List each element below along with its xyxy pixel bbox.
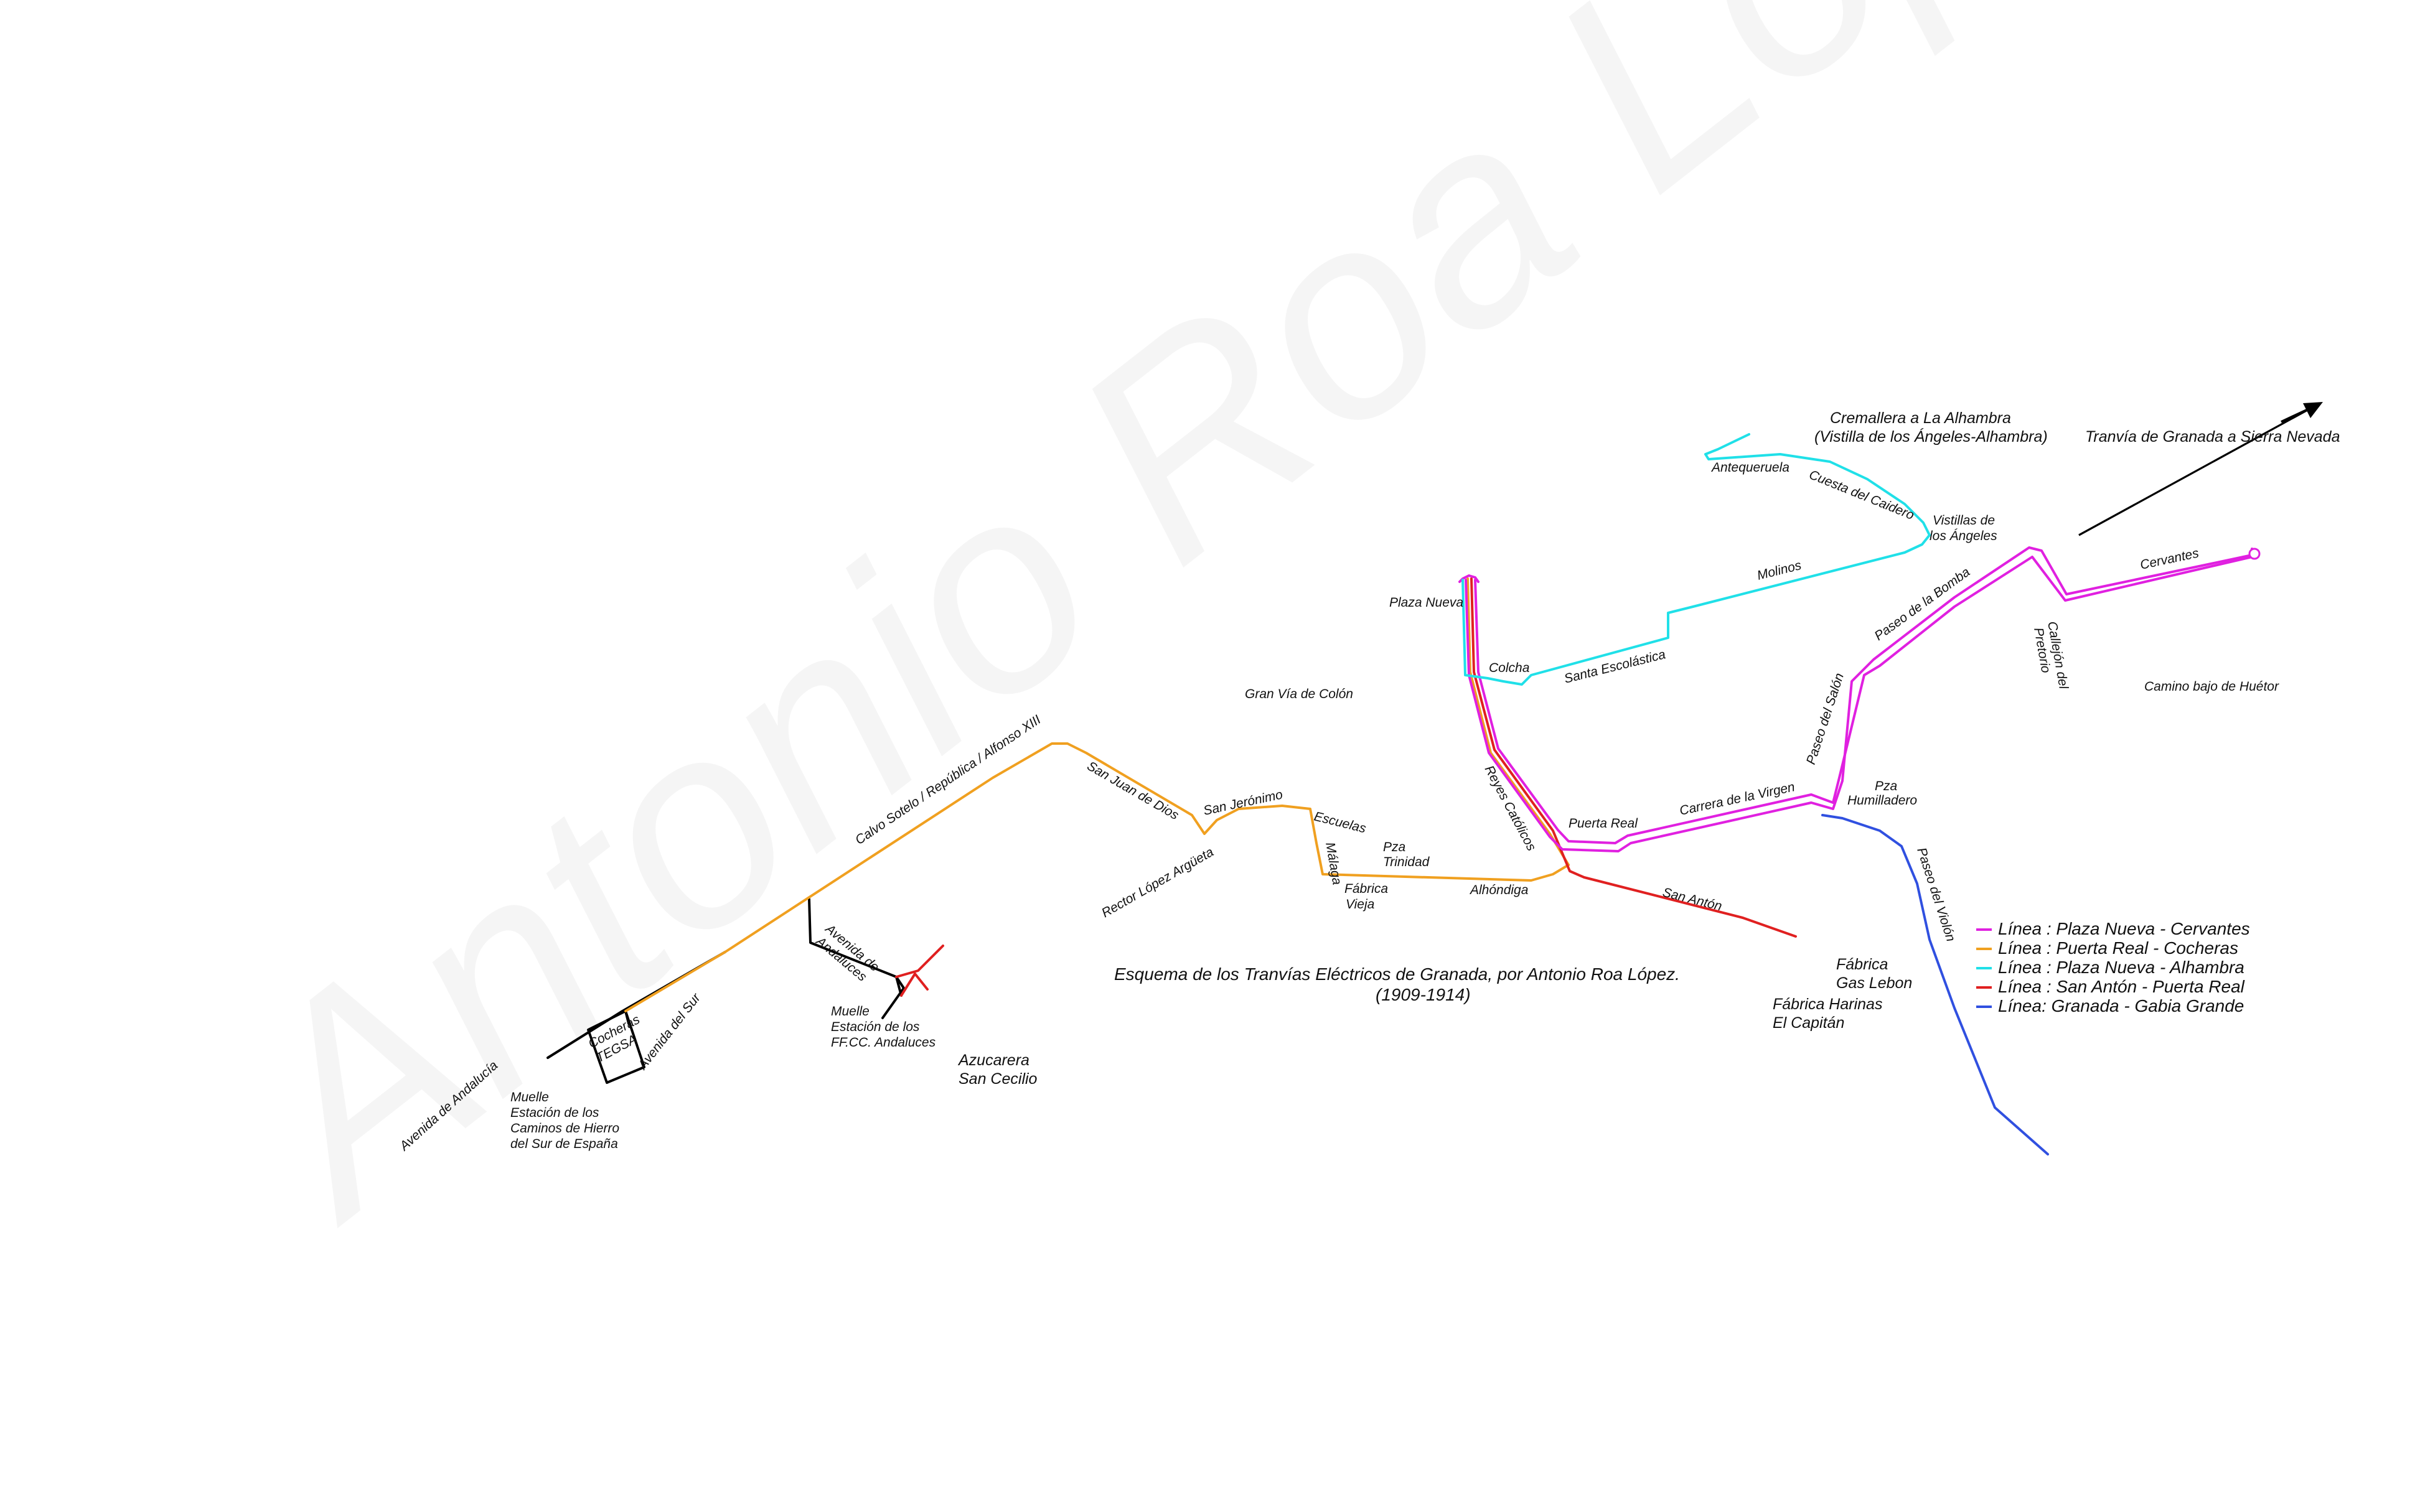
label-muelle-sur: Muelle [510,1090,549,1104]
label-san-juan-dios: San Juan de Dios [1085,758,1181,823]
label-puerta-real: Puerta Real [1569,816,1638,831]
label-pza-trinidad-2: Trinidad [1383,855,1430,869]
label-azucarera: Azucarera [957,1052,1029,1069]
label-sierra-nevada: Tranvía de Granada a Sierra Nevada [2085,428,2340,446]
label-fabrica-gas: Fábrica [1836,956,1888,973]
label-vistillas: Vistillas de [1933,513,1995,528]
label-plaza-nueva: Plaza Nueva [1389,595,1463,610]
legend-label-3: Línea : San Antón - Puerta Real [1998,977,2245,996]
label-fabrica-vieja-2: Vieja [1346,897,1374,912]
label-cremallera: Cremallera a La Alhambra [1830,409,2011,427]
route-san-anton-puerta-real [1470,577,1797,938]
label-san-jeronimo: San Jerónimo [1202,787,1284,818]
label-fabrica-gas-2: Gas Lebon [1836,974,1912,992]
label-pza-trinidad: Pza [1383,840,1405,854]
route-plaza-nueva-alhambra [1461,433,1931,686]
label-muelle-andaluces-3: FF.CC. Andaluces [831,1035,936,1050]
label-cremallera-sub: (Vistilla de los Ángeles-Alhambra) [1814,427,2048,446]
title-line-1: Esquema de los Tranvías Eléctricos de Gr… [1114,964,1680,984]
label-pza-humilladero: Pza [1875,779,1897,793]
label-antequeruela: Antequeruela [1710,460,1789,475]
legend-label-4: Línea: Granada - Gabia Grande [1998,996,2244,1015]
route-plaza-nueva-cervantes [1458,546,2261,852]
label-vistillas-2: los Ángeles [1930,529,1997,543]
map-title: Esquema de los Tranvías Eléctricos de Gr… [1114,964,1680,1004]
title-line-2: (1909-1914) [1376,985,1471,1004]
label-azucarera-2: San Cecilio [959,1070,1038,1088]
label-fabrica-harinas-2: El Capitán [1773,1014,1844,1032]
label-muelle-andaluces: Muelle [831,1004,870,1019]
label-gran-via: Gran Vía de Colón [1245,687,1353,701]
legend-label-2: Línea : Plaza Nueva - Alhambra [1998,958,2244,977]
label-muelle-sur-4: del Sur de España [510,1137,618,1151]
label-muelle-andaluces-2: Estación de los [831,1020,920,1034]
label-camino-huetor: Camino bajo de Huétor [2144,679,2279,694]
label-san-anton: San Antón [1661,885,1724,914]
label-fabrica-harinas: Fábrica Harinas [1773,996,1882,1013]
sierra-nevada-arrow [2078,402,2323,536]
label-muelle-sur-3: Caminos de Hierro [510,1121,619,1136]
label-paseo-salon: Paseo del Salón [1804,671,1847,767]
label-rector-lopez: Rector López Argüeta [1099,845,1216,921]
label-colcha: Colcha [1489,661,1529,675]
label-fabrica-vieja: Fábrica [1344,882,1388,896]
route-granada-gabia-grande [1821,814,2049,1155]
label-pza-humilladero-2: Humilladero [1847,793,1917,808]
label-malaga: Málaga [1323,841,1344,886]
legend-label-0: Línea : Plaza Nueva - Cervantes [1998,919,2250,938]
legend: Línea : Plaza Nueva - Cervantes Línea : … [1976,919,2250,1015]
label-muelle-sur-2: Estación de los [510,1106,599,1120]
route-azucarera-branch [895,945,944,997]
label-alhondiga: Alhóndiga [1469,883,1528,897]
legend-label-1: Línea : Puerta Real - Cocheras [1998,938,2238,958]
label-escuelas: Escuelas [1313,810,1368,836]
